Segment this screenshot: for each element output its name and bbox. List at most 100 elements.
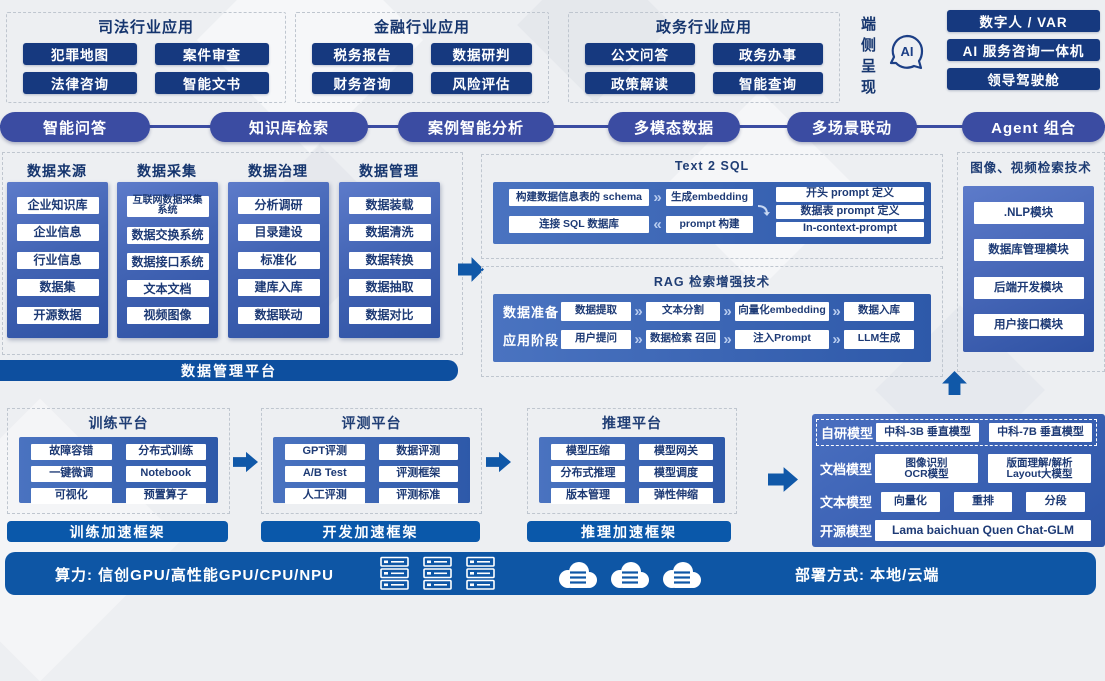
inference-platform-section: 推理平台 模型压缩 模型网关 分布式推理 模型调度 版本管理 弹性伸缩 [527,408,737,514]
data-item: 企业信息 [16,224,99,241]
platform-item: GPT评测 [285,444,365,460]
column-title: 数据管理 [359,163,419,179]
text2sql-section: Text 2 SQL 构建数据信息表的 schema 连接 SQL 数据库 » … [481,154,943,259]
rag-step: 向量化embedding [735,301,829,321]
cloud-server-icon [663,562,701,588]
data-management-column: 数据装载 数据清洗 数据转换 数据抽取 数据对比 [339,182,440,338]
inference-panel: 模型压缩 模型网关 分布式推理 模型调度 版本管理 弹性伸缩 [539,437,725,504]
chevron-left-icon: « [653,216,662,233]
arrow-right-icon [768,467,798,492]
data-item: 企业知识库 [16,196,99,214]
data-item: 数据集 [16,279,99,296]
module-box: 用户接口模块 [973,314,1084,337]
arrow-right-icon [233,451,258,473]
capability-pill: 多模态数据 [608,112,740,142]
app-box: 公文问答 [585,43,695,65]
app-box: 财务咨询 [312,72,413,94]
ai-head-icon: AI [889,34,924,70]
svg-text:AI: AI [901,44,914,59]
rag-row-label: 应用阶段 [503,332,560,348]
platform-item: A/B Test [285,466,365,482]
evaluation-panel: GPT评测 数据评测 A/B Test 评测框架 人工评测 评测标准 [273,437,470,504]
chevron-right-icon: » [634,330,643,348]
cloud-server-icon [559,562,597,588]
document-models-row: 文档模型 图像识别 OCR模型 版面理解/解析 Layout大模型 [820,454,1091,484]
column-title: 数据治理 [248,163,308,179]
text-models-row: 文本模型 向量化 重排 分段 [820,491,1091,512]
section-title: 图像、视频检索技术 [970,161,1092,175]
loop-arrow-icon [757,205,770,216]
data-item: 行业信息 [16,251,99,269]
development-accel-banner: 开发加速框架 [261,521,480,542]
data-item: 数据联动 [237,306,320,324]
rag-step: 注入Prompt [735,329,829,349]
ai-platform-architecture: { "industries": [ {"title": "司法行业应用", "i… [0,10,1105,595]
platform-item: 分布式训练 [125,444,206,460]
rag-step: 文本分割 [646,301,720,321]
panel-government-industry: 政务行业应用 公文问答 政务办事 政策解读 智能查询 [568,12,840,103]
capability-pill: Agent 组合 [962,112,1105,142]
cloud-server-icon [611,562,649,588]
capability-pill: 知识库检索 [210,112,368,142]
data-platform-banner: 数据管理平台 [0,360,458,381]
rag-step: 数据提取 [561,301,631,321]
rag-row-label: 数据准备 [503,304,560,320]
platform-item: 人工评测 [285,488,365,504]
chevron-right-icon: » [723,302,732,320]
platform-item: 模型调度 [639,466,713,482]
chevron-right-icon: » [832,302,841,320]
training-platform-section: 训练平台 故障容错 分布式训练 一键微调 Notebook 可视化 预置算子 [7,408,230,514]
data-governance-column: 分析调研 目录建设 标准化 建库入库 数据联动 [228,182,329,338]
model-box: 中科-7B 垂直模型 [989,423,1092,442]
platform-item: 分布式推理 [551,466,625,482]
selfdev-models-row: 自研模型 中科-3B 垂直模型 中科-7B 垂直模型 [816,419,1097,446]
app-box: 政务办事 [713,43,823,65]
panel-title: 司法行业应用 [97,19,194,36]
data-item: 数据装载 [348,196,431,214]
platform-item: 数据评测 [378,444,458,460]
training-panel: 故障容错 分布式训练 一键微调 Notebook 可视化 预置算子 [19,437,218,504]
deploy-label: 部署方式: 本地/云端 [795,567,940,584]
data-item: 目录建设 [237,224,320,241]
data-item: 数据抽取 [348,279,431,296]
data-item: 互联网数据采集 系统 [126,195,209,217]
flow-step: prompt 构建 [666,216,753,233]
platform-item: 评测标准 [378,488,458,504]
app-box: 智能查询 [713,72,823,94]
arrow-right-icon [486,451,511,473]
app-box: 税务报告 [312,43,413,65]
module-box: 后端开发模块 [973,276,1084,299]
column-title: 数据来源 [27,163,87,179]
flow-step: 构建数据信息表的 schema [509,189,649,206]
data-item: 文本文档 [126,280,209,298]
data-section: 数据来源 数据采集 数据治理 数据管理 企业知识库 企业信息 行业信息 数据集 … [2,152,463,355]
rag-step: 用户提问 [561,329,631,349]
server-icon [466,556,495,590]
model-box: 分段 [1026,491,1086,512]
platform-item: 模型压缩 [551,444,625,460]
panel-judicial-industry: 司法行业应用 犯罪地图 案件审查 法律咨询 智能文书 [6,12,286,103]
section-title: 评测平台 [341,415,402,431]
opensource-models-row: 开源模型 Lama baichuan Quen Chat-GLM [820,519,1091,541]
section-title: RAG 检索增强技术 [653,275,771,289]
app-box: 政策解读 [585,72,695,94]
edge-box: 数字人 / VAR [947,10,1100,32]
image-video-section: 图像、视频检索技术 .NLP模块 数据库管理模块 后端开发模块 用户接口模块 [957,152,1105,372]
edge-presentation-label: 端侧呈现 [859,16,876,100]
rag-section: RAG 检索增强技术 数据准备 数据提取 » 文本分割 » 向量化embeddi… [481,266,943,377]
section-title: 训练平台 [88,415,149,431]
module-box: .NLP模块 [973,201,1084,224]
panel-finance-industry: 金融行业应用 税务报告 数据研判 财务咨询 风险评估 [295,12,549,103]
data-item: 数据接口系统 [126,253,209,271]
model-box: 版面理解/解析 Layout大模型 [988,454,1091,484]
chevron-right-icon: » [653,189,662,206]
panel-title: 政务行业应用 [655,19,752,36]
app-box: 法律咨询 [23,72,137,94]
rag-step: LLM生成 [844,329,914,349]
inference-accel-banner: 推理加速框架 [527,521,731,542]
model-box: Lama baichuan Quen Chat-GLM [875,519,1091,541]
edge-box: AI 服务咨询一体机 [947,39,1100,61]
prompt-item: In-context-prompt [776,222,924,237]
app-box: 风险评估 [431,72,532,94]
chevron-right-icon: » [832,330,841,348]
